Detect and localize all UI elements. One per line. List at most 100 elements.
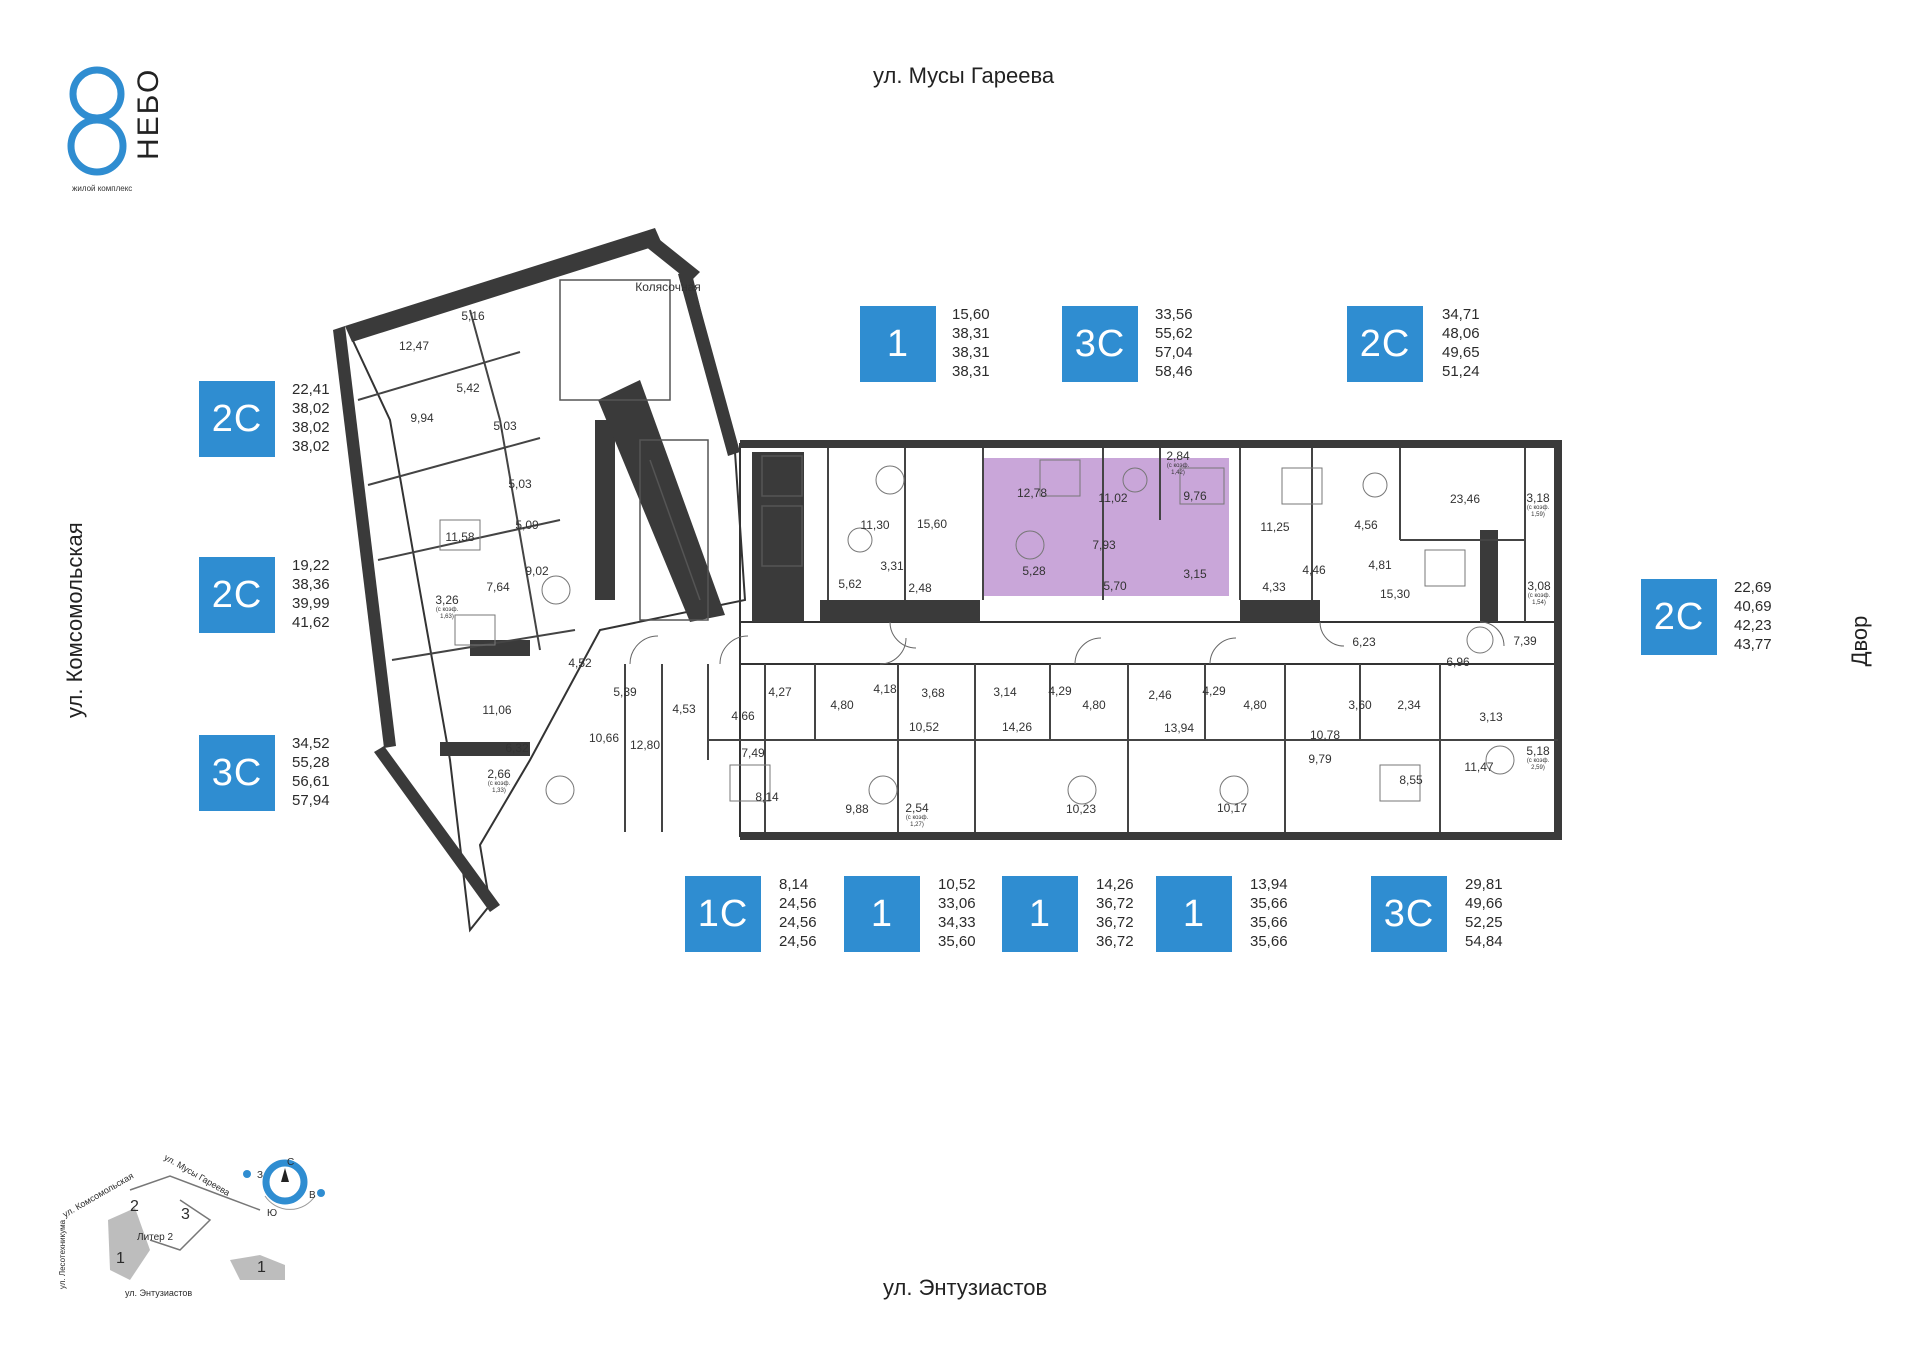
apt-type-badge[interactable]: 2С [199,381,275,457]
room-area: 5,28 [1022,564,1046,578]
room-area: 3,31 [880,559,904,573]
room-area: 2,46 [1148,688,1172,702]
room-area: 10,23 [1065,802,1097,816]
room-area: 6,23 [1352,635,1376,649]
room-area: 3,15 [1183,567,1207,581]
apt-type-badge[interactable]: 1 [1002,876,1078,952]
room-area: 5,09 [515,518,539,532]
room-area: 4,29 [1202,684,1226,698]
room-area: 9,76 [1183,489,1207,503]
minimap-street-entuziastov: ул. Энтузиастов [125,1288,193,1298]
room-area: 4,52 [568,656,592,670]
coef-note: (с коэф. 1,54) [1527,593,1551,606]
apt-type-badge[interactable]: 3С [1371,876,1447,952]
coef-note: (с коэф. 1,59) [1526,505,1550,518]
room-area: 4,80 [830,698,854,712]
room-area: 3,14 [993,685,1017,699]
room-area: 3,08 [1527,579,1551,593]
room-area: 15,60 [916,517,948,531]
room-area: 9,79 [1308,752,1332,766]
room-area: 4,53 [672,702,696,716]
room-area: 13,94 [1163,721,1195,735]
room-area: 5,03 [493,419,517,433]
apt-type-badge[interactable]: 2С [1347,306,1423,382]
compass-east: В [309,1190,316,1201]
room-area: 4,81 [1368,558,1392,572]
compass-north: С [287,1157,295,1168]
room-area: 9,02 [525,564,549,578]
coef-note: (с коэф. 1,63) [435,607,459,620]
coef-note: (с коэф. 2,59) [1526,758,1550,771]
room-area: 6,96 [1446,655,1470,669]
room-area: 5,70 [1103,579,1127,593]
room-area: 4,80 [1082,698,1106,712]
room-area: 7,93 [1092,538,1116,552]
room-area: 5,39 [613,685,637,699]
minimap-street-lesotekhnikuma: ул. Лесотехникума [58,1219,68,1290]
room-area: 4,27 [768,685,792,699]
room-area: 12,78 [1016,486,1048,500]
logo-eight-icon [67,66,127,176]
room-area: 7,64 [486,580,510,594]
compass-west: З [257,1170,264,1181]
room-area: 11,58 [445,530,475,544]
room-area: 12,47 [398,339,430,353]
room-area: 11,30 [860,518,890,532]
minimap-building-3: 3 [181,1206,190,1223]
apt-type-badge[interactable]: 3С [1062,306,1138,382]
minimap-liter-label: Литер 2 [137,1232,174,1243]
room-area: 2,66 [487,767,511,781]
room-area: 3,60 [1348,698,1372,712]
stroller-room-label: Колясочная [635,280,701,294]
street-south: ул. Энтузиастов [883,1275,1048,1300]
apt-type-badge[interactable]: 1 [860,306,936,382]
logo-subtitle: жилой комплекс [72,184,133,193]
room-area: 7,49 [741,746,765,760]
room-area: 6,32 [505,741,529,755]
room-area: 9,88 [845,802,869,816]
room-area: 4,56 [1354,518,1378,532]
room-area: 3,26 [435,593,459,607]
minimap-legend-building: 1 [257,1259,266,1276]
apt-type-badge[interactable]: 2С [1641,579,1717,655]
apt-type-badge[interactable]: 2С [199,557,275,633]
room-area: 3,18 [1526,491,1550,505]
minimap-building-2: 2 [130,1198,139,1215]
minimap-building-1: 1 [116,1250,125,1267]
coef-note: (с коэф. 1,42) [1166,463,1190,476]
room-area: 11,47 [1464,760,1494,774]
room-area: 3,13 [1479,710,1503,724]
room-area: 4,18 [873,682,897,696]
room-area: 8,55 [1399,773,1423,787]
room-area: 5,62 [838,577,862,591]
coef-note: (с коэф. 1,33) [487,781,511,794]
room-area: 10,52 [908,720,940,734]
room-area: 2,48 [908,581,932,595]
apt-type-badge[interactable]: 1С [685,876,761,952]
highlighted-apartment[interactable] [983,458,1229,596]
minimap-drawing [108,1159,325,1280]
room-area: 10,17 [1216,801,1248,815]
apt-type-badge[interactable]: 3С [199,735,275,811]
room-area: 9,94 [410,411,434,425]
room-area: 5,03 [508,477,532,491]
room-area: 5,18 [1526,744,1550,758]
room-area: 14,26 [1001,720,1033,734]
apt-type-badge[interactable]: 1 [844,876,920,952]
room-area: 11,25 [1260,520,1290,534]
room-area: 23,46 [1449,492,1481,506]
room-area: 4,33 [1262,580,1286,594]
room-area: 11,06 [482,703,512,717]
apt-type-badge[interactable]: 1 [1156,876,1232,952]
